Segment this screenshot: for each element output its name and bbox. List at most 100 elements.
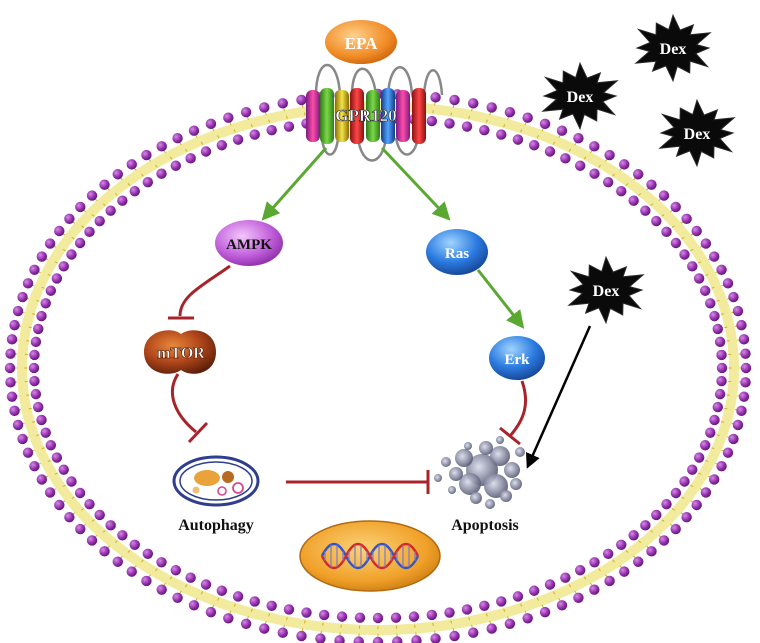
membrane-lipid-tail [62, 484, 66, 487]
ras-shape [426, 229, 488, 275]
membrane-lipid-tail [127, 183, 131, 186]
membrane-phospholipid-head [5, 348, 16, 359]
membrane-phospholipid-head [646, 179, 657, 190]
membrane-phospholipid-head [296, 630, 307, 642]
membrane-phospholipid-head [99, 546, 110, 557]
membrane-phospholipid-head [12, 305, 24, 317]
apoptosis-label: Apoptosis [451, 517, 519, 534]
membrane-lipid-tail [91, 214, 95, 217]
membrane-phospholipid-head [141, 149, 152, 161]
apoptotic-fragment [479, 441, 493, 455]
membrane-phospholipid-head [30, 388, 42, 400]
dex-starburst [658, 98, 736, 168]
membrane-phospholipid-head [708, 251, 720, 262]
membrane-phospholipid-head [188, 600, 200, 611]
dex-label: Dex [567, 89, 594, 106]
membrane-phospholipid-head [156, 557, 167, 568]
membrane-phospholipid-head [336, 611, 348, 622]
membrane-phospholipid-head [528, 585, 540, 596]
membrane-phospholipid-head [628, 195, 639, 206]
membrane-phospholipid-head [504, 618, 516, 630]
membrane-phospholipid-head [259, 102, 270, 113]
membrane-lipid-tail [233, 603, 236, 607]
membrane-phospholipid-head [112, 556, 123, 567]
arrow-dex-to-apoptosis [526, 325, 592, 469]
membrane-phospholipid-head [628, 530, 639, 541]
membrane-phospholipid-head [479, 125, 490, 136]
membrane-phospholipid-head [185, 153, 196, 164]
membrane-lipid-tail [283, 108, 285, 112]
membrane-lipid-tail [720, 313, 725, 315]
mtor-shape [144, 330, 216, 374]
membrane-lipid-tail [612, 559, 616, 563]
membrane-phospholipid-head [716, 349, 727, 361]
membrane-lipid-tail [212, 604, 215, 608]
membrane-lipid-tail [195, 598, 198, 602]
nucleus [299, 520, 441, 592]
membrane-phospholipid-head [17, 291, 28, 303]
membrane-lipid-tail [489, 112, 492, 116]
membrane-lipid-tail [541, 128, 544, 132]
membrane-phospholipid-head [277, 98, 288, 109]
membrane-phospholipid-head [223, 112, 234, 123]
membrane-phospholipid-head [699, 440, 711, 451]
membrane-lipid-tail [698, 261, 702, 264]
membrane-phospholipid-head [64, 512, 75, 523]
membrane-phospholipid-head [444, 607, 455, 618]
membrane-phospholipid-head [86, 535, 98, 546]
membrane-lipid-tail [661, 519, 665, 522]
arrow-gpr120-to-ampk [261, 147, 328, 221]
cargo-organelle [194, 470, 220, 486]
membrane-lipid-tail [711, 447, 715, 450]
membrane-phospholipid-head [712, 401, 723, 413]
membrane-lipid-tail [155, 568, 158, 572]
membrane-phospholipid-head [602, 548, 614, 559]
gpr120-receptor: GPR120 [306, 63, 444, 162]
membrane-phospholipid-head [30, 336, 42, 348]
membrane-lipid-tail [233, 129, 236, 133]
membrane-phospholipid-head [556, 600, 568, 611]
membrane-phospholipid-head [574, 565, 586, 576]
membrane-phospholipid-head [496, 129, 507, 140]
epa-shape [325, 20, 397, 64]
receptor-helix [306, 90, 320, 142]
membrane-phospholipid-head [45, 440, 57, 451]
membrane-phospholipid-head [12, 419, 24, 431]
membrane-phospholipid-head [354, 612, 366, 623]
membrane-lipid-tail [41, 286, 45, 289]
membrane-phospholipid-head [444, 118, 455, 129]
cargo-particle [192, 486, 200, 494]
membrane-phospholipid-head [44, 487, 56, 498]
membrane-lipid-tail [468, 617, 471, 621]
membrane-phospholipid-head [54, 499, 65, 511]
membrane-lipid-tail [720, 421, 725, 423]
membrane-lipid-tail [301, 628, 304, 632]
membrane-lipid-tail [155, 164, 158, 168]
membrane-phospholipid-head [646, 546, 657, 557]
membrane-phospholipid-head [670, 523, 681, 535]
membrane-phospholipid-head [699, 285, 711, 296]
membrane-phospholipid-head [141, 575, 152, 587]
ampk-label: AMPK [226, 237, 272, 253]
membrane-phospholipid-head [40, 298, 51, 309]
membrane-phospholipid-head [84, 498, 95, 510]
membrane-phospholipid-head [301, 607, 312, 618]
apoptotic-fragment [464, 442, 472, 450]
mtor-node: mTOR [144, 330, 216, 374]
membrane-lipid-tail [638, 192, 642, 196]
membrane-lipid-tail [671, 225, 675, 228]
membrane-phospholipid-head [66, 476, 77, 487]
membrane-phospholipid-head [486, 623, 497, 634]
membrane-phospholipid-head [84, 226, 95, 238]
membrane-phospholipid-head [74, 487, 86, 499]
membrane-phospholipid-head [156, 168, 167, 179]
membrane-phospholipid-head [94, 509, 105, 521]
arrow-gpr120-to-ras [380, 146, 451, 221]
membrane-phospholipid-head [716, 264, 727, 276]
membrane-phospholipid-head [658, 190, 670, 201]
membrane-phospholipid-head [142, 548, 154, 559]
membrane-phospholipid-head [51, 273, 63, 284]
membrane-phospholipid-head [126, 159, 137, 170]
membrane-lipid-tail [598, 164, 601, 168]
membrane-phospholipid-head [589, 168, 600, 179]
